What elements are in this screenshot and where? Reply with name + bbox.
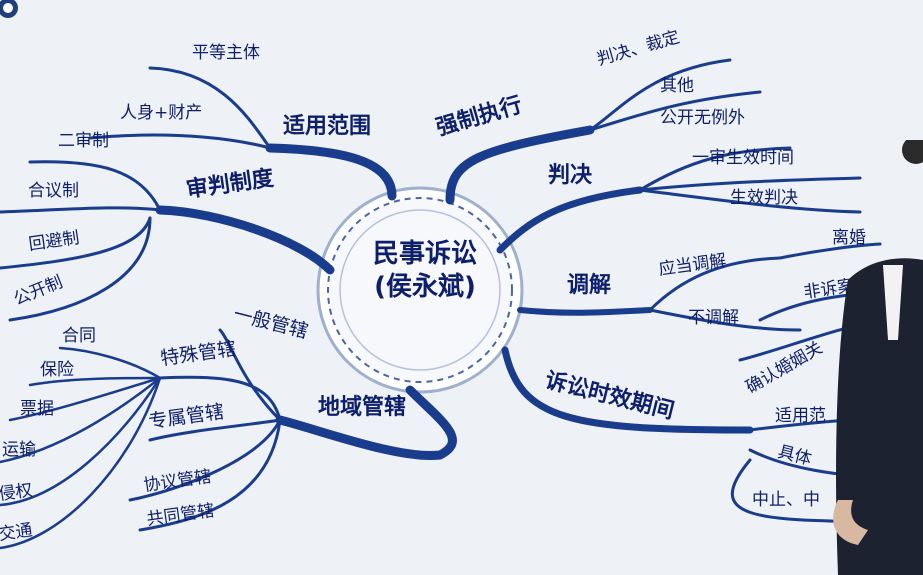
limitation-item-suspension: 中止、中: [752, 490, 820, 510]
special-item-transport: 运输: [2, 440, 36, 460]
trial-item-collegiate: 合议制: [28, 181, 79, 201]
center-topic: 民事诉讼 (侯永斌): [330, 238, 520, 303]
special-item-bill: 票据: [20, 399, 54, 419]
scope-item-equal-parties: 平等主体: [192, 43, 260, 63]
trial-item-two-instances: 二审制: [58, 131, 109, 151]
branch-mediation: [517, 307, 653, 316]
mediation-item-no: 不调解: [688, 308, 739, 328]
branch-enforcement: [445, 125, 595, 205]
branch-judgment: [496, 186, 644, 254]
judgment-item-public: 公开无例外: [660, 108, 745, 128]
enforcement-item-other: 其他: [660, 76, 694, 96]
special-item-contract: 合同: [62, 326, 96, 346]
scope-item-person-property: 人身+财产: [120, 103, 203, 123]
branch-mediation-title: 调解: [567, 273, 612, 298]
judgment-item-effective: 生效判决: [730, 188, 798, 208]
logo-icon: [0, 0, 22, 22]
center-medallion: [316, 186, 524, 394]
branch-limitation: [501, 346, 754, 434]
branch-jurisdiction: [275, 385, 457, 461]
branch-trial: [155, 205, 335, 275]
special-item-tort: 侵权: [0, 480, 34, 505]
center-topic-line2: (侯永斌): [374, 271, 476, 302]
mediation-item-divorce: 离婚: [832, 228, 866, 248]
branch-jurisdiction-title: 地域管辖: [318, 395, 407, 420]
limitation-item-scope: 适用范: [775, 406, 826, 426]
presenter-figure: [833, 140, 923, 575]
branch-judgment-title: 判决: [548, 163, 593, 188]
special-item-traffic: 交通: [0, 520, 34, 545]
special-item-insurance: 保险: [40, 360, 74, 380]
branch-scope-title: 适用范围: [283, 114, 372, 139]
branch-scope: [265, 143, 397, 201]
judgment-item-first-instance: 一审生效时间: [692, 148, 794, 168]
center-topic-line1: 民事诉讼: [372, 239, 477, 269]
